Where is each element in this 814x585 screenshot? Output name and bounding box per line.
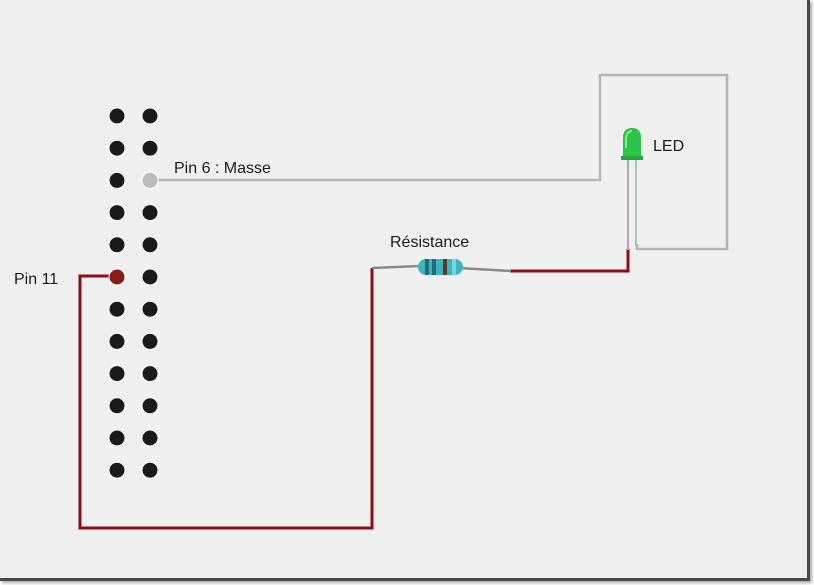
signal-wire-led: [510, 249, 630, 273]
header-pin: [141, 429, 159, 447]
gpio-header: [108, 107, 159, 479]
resistor: [418, 259, 463, 275]
header-pin: [141, 139, 159, 157]
ground-wire: [150, 73, 729, 251]
label-led: LED: [653, 138, 684, 155]
header-pin: [108, 139, 126, 157]
header-pin: [141, 268, 159, 286]
header-pin: [141, 107, 159, 125]
header-pin: [108, 204, 126, 222]
header-pin: [141, 236, 159, 254]
resistor-band: [443, 259, 447, 275]
header-pin: [108, 300, 126, 318]
header-pin: [141, 365, 159, 383]
header-pin: [141, 397, 159, 415]
header-pin: [108, 365, 126, 383]
resistor-band: [425, 259, 429, 275]
pin-ground: [141, 171, 159, 189]
resistor-lead-right: [457, 266, 512, 273]
header-pin: [108, 107, 126, 125]
header-pin: [141, 204, 159, 222]
header-pin: [141, 332, 159, 350]
signal-wire: [78, 268, 374, 530]
label-resistor: Résistance: [390, 234, 469, 251]
resistor-band: [432, 259, 436, 275]
header-pin: [108, 236, 126, 254]
label-pin11: Pin 11: [14, 271, 58, 288]
header-pin: [141, 461, 159, 479]
pin-signal: [108, 268, 126, 286]
resistor-lead-left: [371, 264, 421, 270]
header-pin: [108, 332, 126, 350]
label-pin6: Pin 6 : Masse: [174, 160, 271, 177]
led: [621, 128, 643, 160]
header-pin: [141, 300, 159, 318]
header-pin: [108, 171, 126, 189]
header-pin: [108, 397, 126, 415]
header-pin: [108, 461, 126, 479]
resistor-band: [452, 259, 456, 275]
header-pin: [108, 429, 126, 447]
